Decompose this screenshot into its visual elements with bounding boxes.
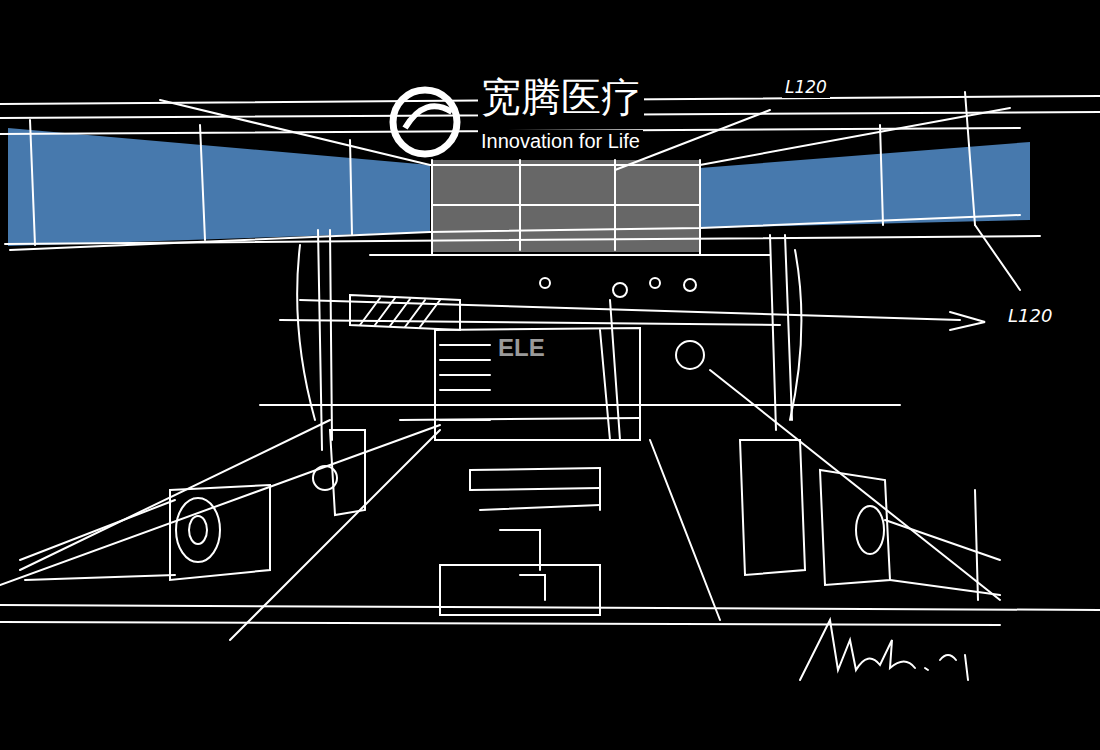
wing-post: [965, 92, 975, 225]
downlight: [650, 278, 660, 288]
signature-scribble: [800, 620, 968, 680]
downlight: [540, 278, 550, 288]
cabinet-detail: [313, 466, 337, 490]
wing-edge: [10, 215, 1020, 250]
column: [330, 230, 332, 440]
downlight: [613, 283, 627, 297]
column: [318, 230, 322, 450]
column: [785, 235, 792, 420]
reception-desk: [440, 565, 600, 615]
floor-line: [0, 622, 1000, 625]
floor-edge: [710, 370, 1000, 600]
dimension-label: L120: [782, 78, 830, 98]
machine-body: [170, 485, 270, 580]
machine-bed: [885, 520, 1000, 595]
machine-body: [740, 440, 805, 575]
brand-name: 宽腾医疗: [478, 74, 644, 120]
wall-base: [260, 404, 900, 406]
floor-edge: [20, 420, 330, 570]
counter-hatch: [350, 295, 460, 330]
leader-line: [975, 225, 1020, 290]
brand-slogan: Innovation for Life: [478, 130, 643, 153]
fascia-edge: [431, 160, 433, 255]
floor-edge: [230, 430, 440, 640]
dimension-arrow: [950, 312, 985, 330]
floor-edge: [0, 425, 440, 585]
hatching: [360, 298, 440, 327]
machine-bore: [856, 506, 884, 554]
wall-base: [400, 418, 640, 420]
watermark: ELE: [495, 334, 548, 362]
machine-bed: [20, 500, 175, 580]
machine-bore: [189, 516, 207, 544]
machine-body: [820, 470, 890, 585]
left-wing-panel: [8, 128, 430, 246]
downlight: [684, 279, 696, 291]
wall-stripes: [440, 345, 490, 420]
dimension-label: L120: [1005, 306, 1055, 327]
column-curve: [790, 250, 801, 420]
desk-detail: [520, 575, 545, 600]
sketch-lines: [0, 92, 1100, 680]
machine-bore: [176, 498, 220, 562]
counter-top: [370, 254, 770, 256]
fascia-edge: [699, 160, 701, 255]
counter-line: [300, 300, 960, 320]
table: [470, 468, 600, 510]
floor-edge: [650, 440, 720, 620]
logo-swoosh: [405, 106, 452, 128]
logo-mark: [393, 90, 457, 154]
fascia-grid: [432, 204, 700, 206]
table: [470, 468, 600, 510]
wing-post: [350, 140, 352, 235]
machine-post: [975, 490, 978, 600]
logo-ring: [393, 90, 457, 154]
wing-post: [200, 125, 205, 240]
equipment-circle: [676, 341, 704, 369]
column-curve: [297, 245, 315, 420]
wing-post: [880, 125, 883, 225]
wing-post: [30, 120, 35, 245]
floor-line: [0, 605, 1100, 610]
column: [770, 235, 776, 430]
